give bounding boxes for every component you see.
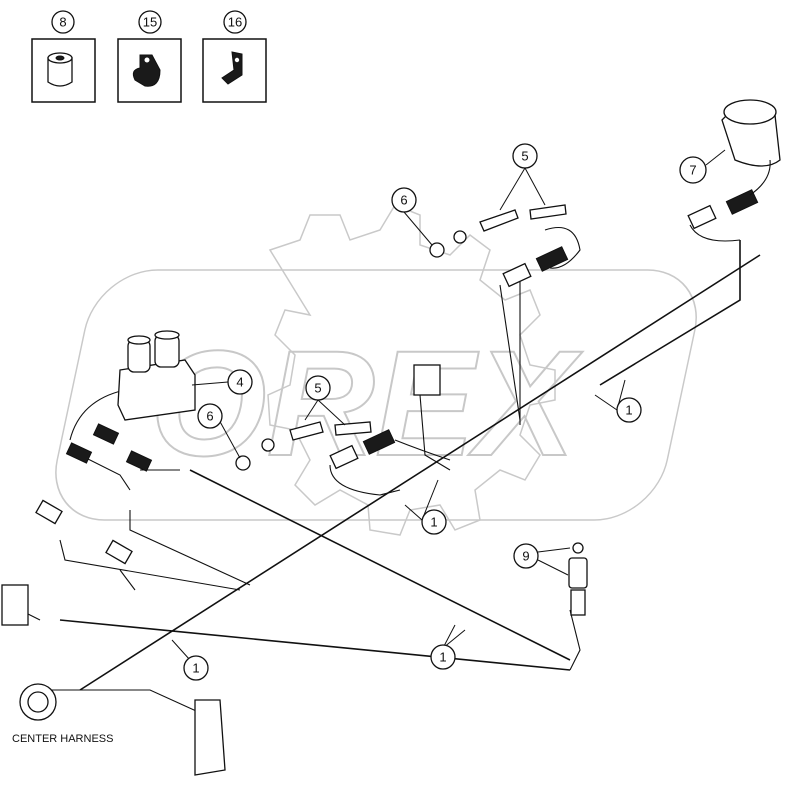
harness-wires [19,224,761,771]
multi-pin-connector [194,699,226,776]
watermark: OREX [55,204,697,536]
callout-9: 9 [513,543,539,569]
connector [725,189,759,215]
svg-text:6: 6 [206,409,213,424]
legend-box-16: 16 [202,10,267,103]
legend-number-8: 8 [59,15,66,30]
fitting-set-lower [261,421,372,452]
callout-1-lower-right: 1 [430,644,456,670]
callout-6-lower: 6 [197,403,223,429]
callout-6-upper: 6 [391,187,417,213]
multi-pin-connector [1,584,29,626]
connector [105,539,133,565]
center-harness-label: CENTER HARNESS [12,733,113,745]
svg-text:5: 5 [521,149,528,164]
horn-unit [721,99,781,196]
connector [92,423,120,445]
callout-1-lower-left: 1 [183,655,209,681]
connector-block [413,364,441,396]
connector [362,429,396,455]
fitting-set-upper [453,204,567,244]
connector [125,450,153,472]
leader-lines [171,149,726,661]
callout-7: 7 [679,156,707,184]
harness-connectors [1,189,759,776]
nut-upper [429,242,445,258]
svg-text:1: 1 [192,661,199,676]
connector [65,442,93,464]
connector [329,444,359,470]
svg-text:4: 4 [236,375,243,390]
solenoid-valve-block [117,330,196,421]
svg-text:6: 6 [400,193,407,208]
connector [35,499,63,525]
svg-text:1: 1 [625,403,632,418]
svg-text:1: 1 [430,515,437,530]
callout-5-upper: 5 [512,143,538,169]
legend-box-15: 15 [117,10,182,103]
spacer-icon [47,57,73,87]
nut-lower [235,455,251,471]
legend-number-15: 15 [143,15,157,30]
callout-1-center: 1 [421,509,447,535]
connector [535,246,569,272]
cable-clamp-icon [132,54,161,87]
connector [687,204,717,230]
svg-text:5: 5 [314,381,321,396]
pressure-sensor [568,542,588,616]
watermark-text: OREX [150,319,583,487]
legend-box-8: 8 [31,10,96,103]
connector [502,262,532,288]
callout-5-lower: 5 [305,375,331,401]
svg-text:9: 9 [522,549,529,564]
callout-1-right: 1 [616,397,642,423]
svg-text:7: 7 [689,163,696,178]
svg-text:1: 1 [439,650,446,665]
callout-4: 4 [227,369,253,395]
legend-number-16: 16 [228,15,242,30]
